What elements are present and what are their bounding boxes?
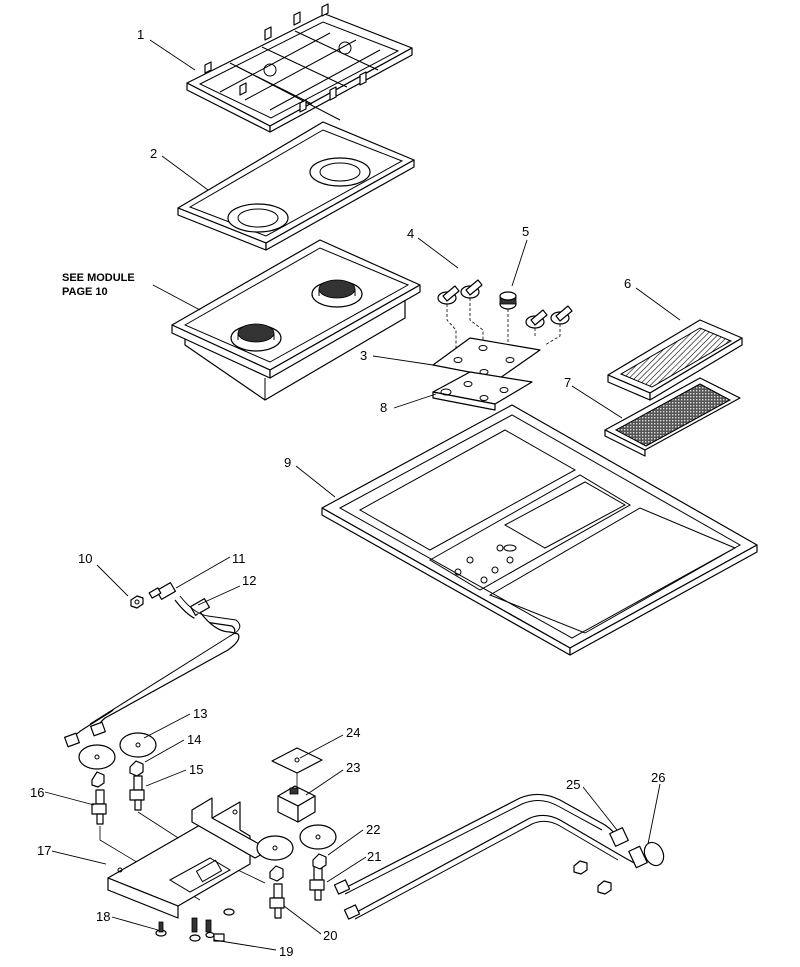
part-4-knobs bbox=[437, 279, 573, 329]
leader-lines bbox=[44, 39, 681, 951]
part-26-fitting bbox=[597, 841, 665, 895]
part-21-valve bbox=[309, 865, 325, 901]
part-22-shield bbox=[299, 824, 337, 870]
part-20-valve bbox=[256, 835, 294, 919]
part-9-cooktop-frame bbox=[321, 404, 758, 656]
callout-16: 16 bbox=[30, 785, 44, 800]
part-10-nut bbox=[130, 595, 144, 609]
callout-5: 5 bbox=[522, 224, 529, 239]
cooktop-module bbox=[171, 239, 421, 401]
part-17-bracket bbox=[107, 797, 271, 919]
callout-15: 15 bbox=[189, 762, 203, 777]
callout-6: 6 bbox=[624, 276, 631, 291]
part-18-screw bbox=[155, 921, 167, 937]
part-3-plate bbox=[432, 337, 541, 379]
part-1-grate bbox=[186, 3, 413, 133]
part-8-gasket bbox=[432, 371, 533, 411]
part-15-16-valves bbox=[91, 775, 145, 825]
callout-19: 19 bbox=[279, 944, 293, 959]
part-13-heat-shields bbox=[78, 732, 157, 770]
part-7-filter-mesh bbox=[604, 377, 741, 457]
callout-2: 2 bbox=[150, 146, 157, 161]
callout-20: 20 bbox=[323, 928, 337, 943]
part-25-flare-nut bbox=[573, 827, 629, 875]
callout-1: 1 bbox=[137, 27, 144, 42]
gas-manifold-tubes bbox=[64, 595, 241, 748]
part-14-spreaders bbox=[91, 760, 144, 788]
part-5-knob-cap bbox=[499, 291, 517, 310]
gas-supply-tubes bbox=[333, 793, 641, 920]
callout-14: 14 bbox=[187, 732, 201, 747]
callout-11: 11 bbox=[232, 551, 246, 566]
callout-7: 7 bbox=[564, 375, 571, 390]
callout-8: 8 bbox=[380, 400, 387, 415]
callout-26: 26 bbox=[651, 770, 665, 785]
part-6-filter-frame bbox=[607, 319, 743, 401]
part-24-plate bbox=[271, 747, 323, 774]
callout-23: 23 bbox=[346, 760, 360, 775]
callout-13: 13 bbox=[193, 706, 207, 721]
part-19-screws bbox=[189, 908, 235, 942]
callout-24: 24 bbox=[346, 725, 360, 740]
part-2-burner-pan bbox=[177, 121, 415, 251]
callout-17: 17 bbox=[37, 843, 51, 858]
part-11-elbow-fitting bbox=[148, 582, 177, 600]
callout-9: 9 bbox=[284, 455, 291, 470]
part-23-spark-module bbox=[277, 785, 316, 823]
callout-10: 10 bbox=[78, 551, 92, 566]
callout-25: 25 bbox=[566, 777, 580, 792]
callout-3: 3 bbox=[360, 348, 367, 363]
callout-4: 4 bbox=[407, 226, 414, 241]
callout-22: 22 bbox=[366, 822, 380, 837]
callout-labels: 1 2 3 4 5 6 7 8 9 10 11 12 13 14 15 16 1… bbox=[30, 27, 665, 959]
see-module-note-line2: PAGE 10 bbox=[62, 286, 108, 298]
see-module-note-line1: SEE MODULE bbox=[62, 272, 135, 284]
callout-12: 12 bbox=[242, 573, 256, 588]
callout-21: 21 bbox=[367, 849, 381, 864]
callout-18: 18 bbox=[96, 909, 110, 924]
